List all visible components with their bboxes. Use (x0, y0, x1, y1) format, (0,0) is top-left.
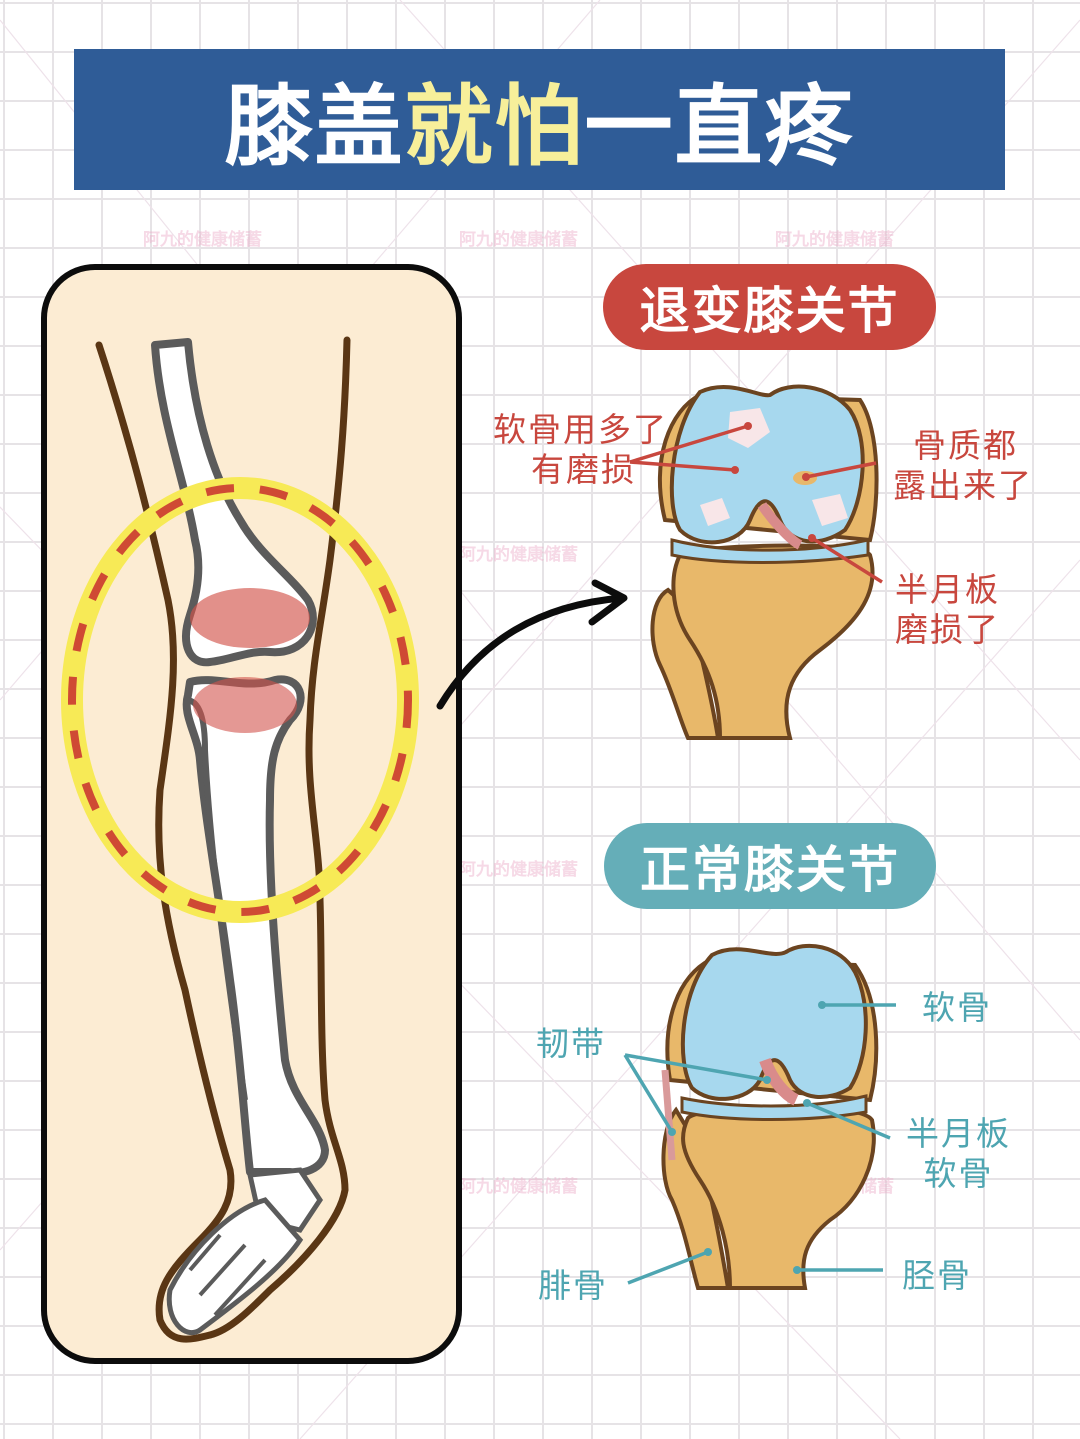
normal-knee-heading: 正常膝关节 (604, 823, 936, 909)
title-text-part1: 膝盖 (224, 75, 405, 178)
title-banner: 膝盖就怕一直疼 (74, 49, 1005, 190)
watermark: 阿九的健康储蓄 (775, 230, 894, 250)
watermark: 阿九的健康储蓄 (143, 230, 262, 250)
label-cartilage-worn: 软骨用多了 有磨损 (493, 410, 668, 489)
label-cartilage: 软骨 (922, 988, 992, 1027)
title-text-highlight: 就怕 (404, 75, 585, 178)
watermark: 阿九的健康储蓄 (459, 1177, 578, 1197)
watermark: 阿九的健康储蓄 (459, 230, 578, 250)
degenerative-knee-heading-text: 退变膝关节 (639, 282, 900, 340)
title-text-part2: 一直疼 (584, 75, 855, 178)
normal-knee-heading-text: 正常膝关节 (640, 841, 900, 899)
watermark: 阿九的健康储蓄 (459, 860, 578, 880)
watermark: 阿九的健康储蓄 (459, 545, 578, 565)
label-ligament: 韧带 (536, 1024, 606, 1063)
label-tibia: 胫骨 (902, 1256, 972, 1295)
degenerative-knee-heading: 退变膝关节 (603, 264, 936, 350)
label-meniscus-cartilage: 半月板 软骨 (906, 1114, 1011, 1193)
label-meniscus-worn: 半月板 磨损了 (895, 570, 1000, 649)
label-bone-exposed: 骨质都 露出来了 (893, 426, 1033, 505)
label-fibula: 腓骨 (538, 1266, 608, 1305)
